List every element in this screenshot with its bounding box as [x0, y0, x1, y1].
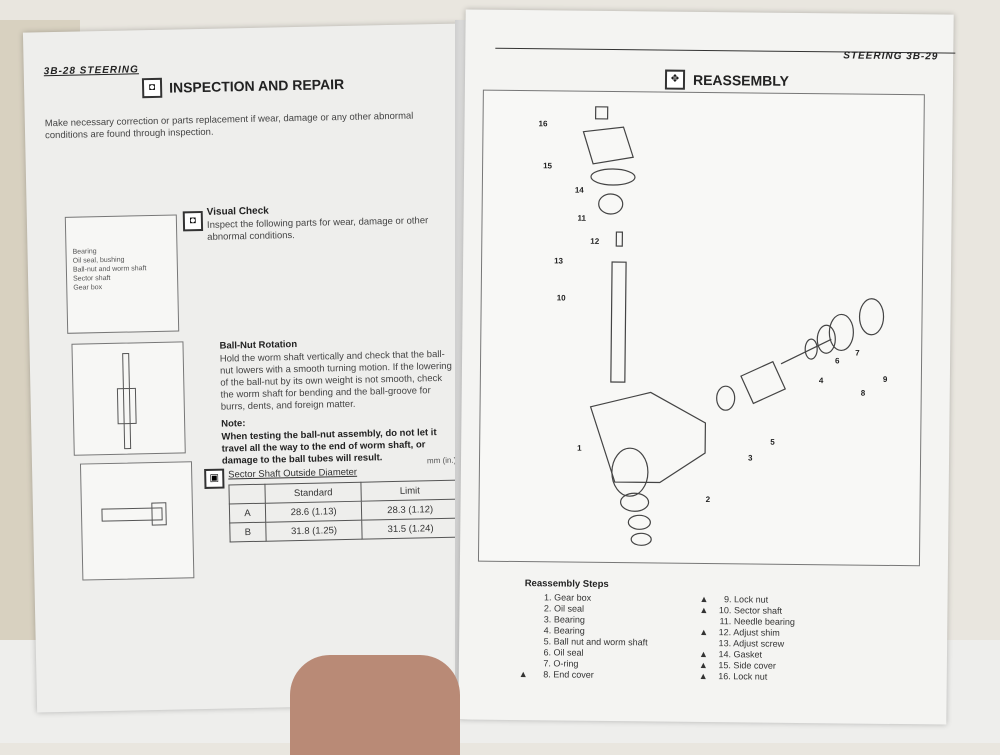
- hand: [290, 655, 460, 755]
- left-page: 3B-28 STEERING ◘ INSPECTION AND REPAIR M…: [22, 23, 478, 713]
- reassembly-icon: ✥: [664, 69, 686, 90]
- parts-figure: Bearing Oil seal, bushing Ball-nut and w…: [64, 214, 180, 334]
- step-item: ▲16. Lock nut: [698, 670, 768, 682]
- parts-list: Bearing Oil seal, bushing Ball-nut and w…: [72, 248, 147, 292]
- section-title: INSPECTION AND REPAIR: [168, 75, 345, 96]
- exploded-diagram: 16 15 14 11 12 13 10 1 2 3 5 4 6 7 8 9: [477, 89, 925, 567]
- callout-7: 7: [855, 348, 860, 358]
- callout-13: 13: [554, 256, 564, 266]
- note-text: When testing the ball-nut assembly, do n…: [221, 427, 437, 467]
- note-label: Note:: [221, 418, 246, 430]
- callout-6: 6: [835, 356, 840, 366]
- worm-shaft-figure: [71, 341, 186, 456]
- measure-icon: ▣: [204, 468, 225, 489]
- step-item: ▲8. End cover: [518, 669, 594, 680]
- sector-shaft-drawing: [101, 502, 167, 526]
- callout-9: 9: [882, 374, 888, 384]
- ball-nut-title: Ball-Nut Rotation: [219, 339, 298, 352]
- sector-shaft-figure: [79, 461, 195, 581]
- check-icon: ◘: [182, 210, 204, 232]
- inspection-icon: ◘: [141, 77, 163, 99]
- ball-nut-text: Hold the worm shaft vertically and check…: [219, 348, 452, 413]
- callout-4: 4: [818, 376, 824, 386]
- callout-10: 10: [556, 293, 566, 303]
- callout-3: 3: [748, 453, 753, 463]
- steps-list-right: ▲9. Lock nut ▲10. Sector shaft 11. Needl…: [699, 594, 795, 683]
- page-header: 3B-28 STEERING: [43, 64, 139, 78]
- visual-check-title: Visual Check: [206, 205, 269, 218]
- steps-title: Reassembly Steps: [524, 578, 609, 590]
- steps-list-left: 1. Gear box 2. Oil seal 3. Bearing 4. Be…: [519, 592, 648, 681]
- steering-gear-drawing: [582, 106, 885, 546]
- right-page: STEERING 3B-29 ✥ REASSEMBLY: [458, 9, 956, 725]
- callout-2: 2: [705, 495, 711, 505]
- callout-12: 12: [590, 236, 600, 246]
- section-title: REASSEMBLY: [692, 71, 790, 89]
- worm-shaft-drawing: [116, 353, 137, 450]
- callout-5: 5: [770, 437, 775, 447]
- table-title: Sector Shaft Outside Diameter: [228, 466, 358, 481]
- callout-11: 11: [577, 213, 587, 223]
- intro-text: Make necessary correction or parts repla…: [44, 110, 414, 142]
- callout-15: 15: [543, 161, 553, 171]
- page-header: STEERING 3B-29: [843, 50, 939, 63]
- callout-1: 1: [577, 443, 582, 453]
- callout-16: 16: [538, 119, 548, 129]
- visual-check-text: Inspect the following parts for wear, da…: [206, 215, 429, 243]
- callout-14: 14: [574, 185, 584, 195]
- table-unit: mm (in.): [426, 455, 457, 466]
- callout-8: 8: [860, 388, 866, 398]
